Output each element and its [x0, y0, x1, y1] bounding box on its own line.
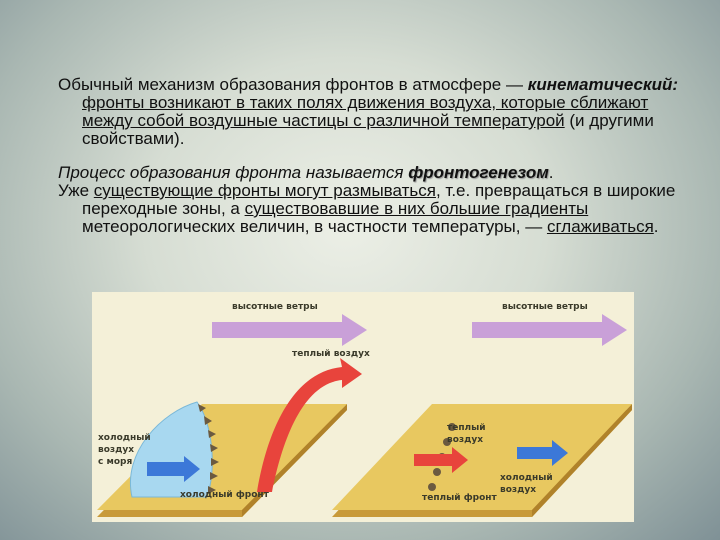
text-span: .: [548, 163, 554, 182]
text-span: Обычный механизм образования фронтов в а…: [58, 75, 528, 94]
paragraph-kinematic: Обычный механизм образования фронтов в а…: [58, 76, 698, 148]
cold-air-arrow-right: [517, 440, 568, 466]
cold-air-mass: [130, 401, 213, 498]
cold-air-arrow: [147, 456, 200, 482]
text-span: Уже: [58, 181, 94, 200]
slide-text: Обычный механизм образования фронтов в а…: [58, 76, 698, 236]
text-span: , т.е. превращаться в широкие переходные…: [82, 181, 676, 218]
label-cold-air-1: холодный: [98, 433, 151, 443]
paragraph-frontolysis: Уже существующие фронты могут размыватьс…: [58, 182, 698, 236]
upper-wind-arrow-right: [472, 314, 627, 346]
label-warm-air-left: теплый воздух: [292, 349, 370, 359]
term-kinematic: кинематический:: [527, 75, 679, 94]
label-warm-air-right-2: воздух: [447, 435, 483, 445]
label-warm-front: теплый фронт: [422, 493, 497, 503]
label-cold-air-right-1: холодный: [500, 473, 553, 483]
label-cold-air-right-2: воздух: [500, 485, 536, 495]
right-slab-edge: [532, 404, 632, 517]
label-warm-air-right-1: теплый: [447, 423, 486, 433]
label-upper-winds-right: высотные ветры: [502, 302, 588, 312]
warm-air-arrow-right: [414, 447, 468, 473]
underlined-definition: фронты возникают в таких полях движения …: [82, 93, 649, 130]
left-panel: высотные ветры теплый воздух холодный во…: [97, 302, 370, 517]
label-cold-front: холодный фронт: [180, 490, 270, 500]
underlined-phrase: существовавшие в них большие градиенты: [244, 199, 589, 218]
underlined-phrase: сглаживаться: [546, 217, 654, 236]
warm-rising-arrow: [257, 358, 362, 492]
label-cold-air-2: воздух: [98, 445, 134, 455]
cold-front-symbols: [198, 404, 219, 494]
label-cold-air-3: с моря: [98, 457, 132, 467]
fronts-diagram: высотные ветры теплый воздух холодный во…: [97, 302, 632, 517]
text-span: (и другими свойствами).: [82, 111, 654, 148]
term-frontogenesis: фронтогенезом: [408, 163, 549, 182]
upper-wind-arrow-left: [212, 314, 367, 346]
right-panel: высотные ветры теплый воздух теплый фрон…: [332, 302, 632, 517]
text-span: метеорологических величин, в частности т…: [82, 217, 547, 236]
label-upper-winds-left: высотные ветры: [232, 302, 318, 312]
text-span: .: [653, 217, 659, 236]
paragraph-frontogenesis: Процесс образования фронта называется фр…: [58, 164, 698, 182]
text-span: Процесс образования фронта называется: [58, 163, 409, 182]
underlined-phrase: существующие фронты могут размываться: [93, 181, 436, 200]
fronts-illustration: высотные ветры теплый воздух холодный во…: [92, 292, 634, 522]
